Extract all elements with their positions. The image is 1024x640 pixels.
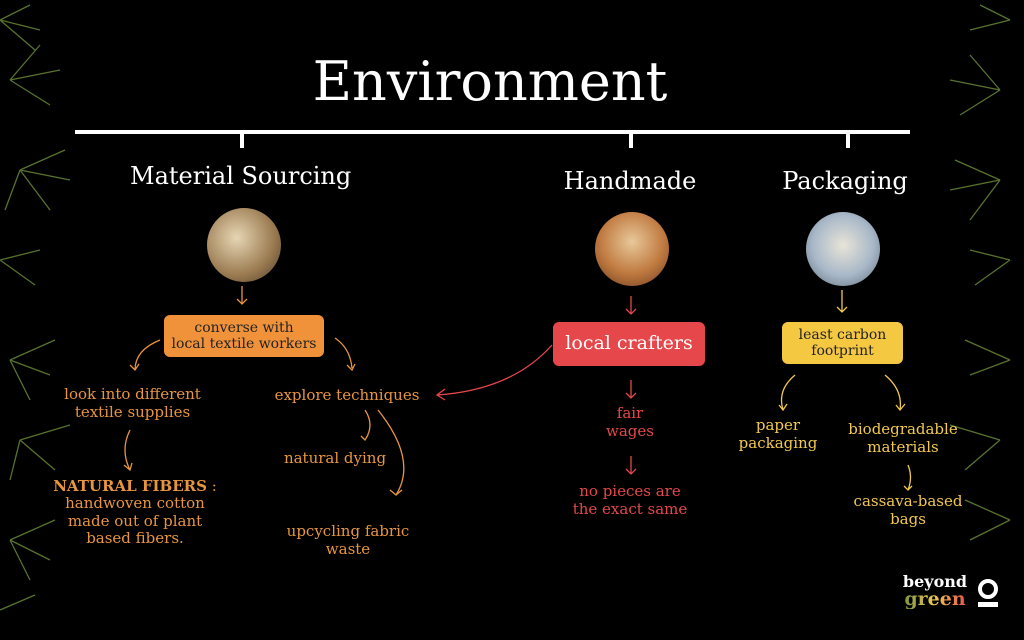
natural-dying-text: natural dying: [283, 449, 387, 467]
packaging-photo: [806, 212, 880, 286]
explore-techniques-text: explore techniques: [274, 386, 420, 404]
timeline-tick: [240, 134, 244, 148]
handmade-photo: [595, 212, 669, 286]
timeline-tick: [629, 134, 633, 148]
heading-material-sourcing: Material Sourcing: [130, 162, 352, 190]
logo-mark-icon: [978, 579, 998, 607]
material-photo: [207, 208, 281, 282]
beyond-green-logo: beyond green: [900, 574, 970, 609]
heading-packaging: Packaging: [782, 167, 908, 195]
page-title: Environment: [312, 50, 668, 113]
timeline-tick: [846, 134, 850, 148]
heading-handmade: Handmade: [563, 167, 697, 195]
local-crafters-box: local crafters: [553, 322, 705, 366]
timeline-line: [75, 130, 910, 134]
